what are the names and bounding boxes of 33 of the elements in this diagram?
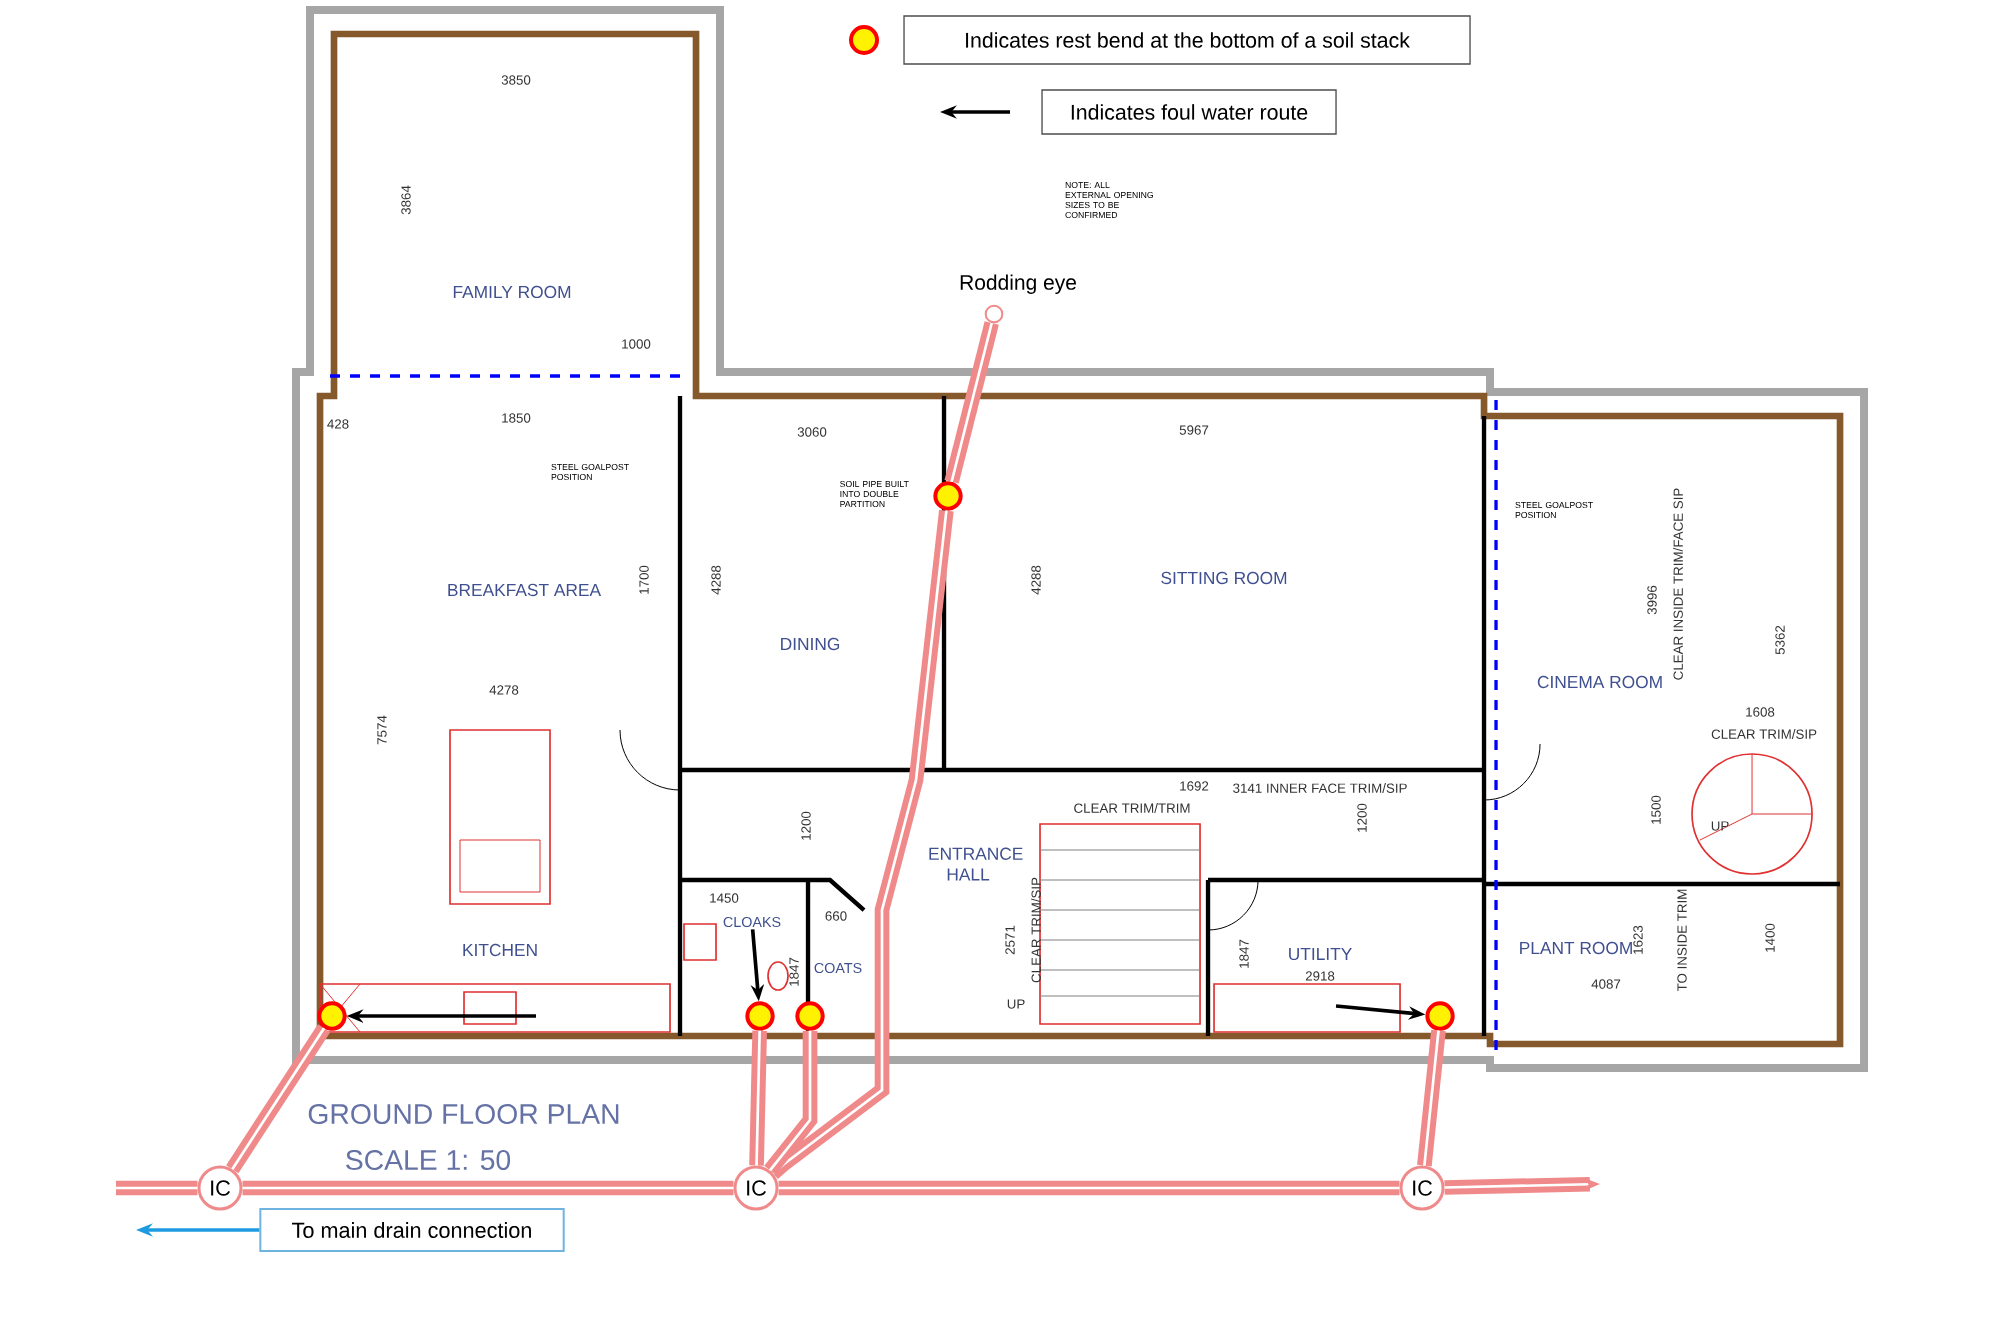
pipe-label: Rodding eye bbox=[960, 274, 1077, 294]
drain-pipe bbox=[778, 1180, 1400, 1196]
rest-bend-marker bbox=[745, 1001, 775, 1031]
rest-bend-marker bbox=[1425, 1001, 1455, 1031]
drain-pipe bbox=[749, 1030, 767, 1166]
room-label: PLANT ROOM bbox=[1520, 941, 1632, 955]
drain-pipe bbox=[768, 509, 954, 1179]
inspection-chamber: IC bbox=[197, 1165, 243, 1211]
drain-pipe bbox=[116, 1180, 198, 1196]
note-box: To main drain connection bbox=[259, 1208, 565, 1252]
rodding-eye bbox=[984, 304, 1004, 324]
drain-pipe bbox=[226, 1024, 331, 1174]
room-label: BREAKFAST AREA bbox=[448, 583, 602, 597]
room-label: SITTING ROOM bbox=[1161, 571, 1287, 585]
inspection-chamber: IC bbox=[1399, 1165, 1445, 1211]
room-label: UTILITY bbox=[1289, 947, 1352, 961]
drain-pipe bbox=[944, 321, 999, 484]
inspection-chamber: IC bbox=[733, 1165, 779, 1211]
room-label: CINEMA ROOM bbox=[1537, 675, 1662, 689]
room-label: KITCHEN bbox=[463, 943, 537, 957]
room-label: FAMILY ROOM bbox=[453, 285, 571, 299]
room-label: ENTRANCE HALL bbox=[929, 847, 1023, 881]
rest-bend-marker bbox=[933, 481, 963, 511]
drawing-title: SCALE 1: 50 bbox=[346, 1150, 511, 1171]
room-label: DINING bbox=[781, 637, 840, 651]
legend-item: Indicates rest bend at the bottom of a soil stack bbox=[903, 15, 1471, 65]
legend-item: Indicates foul water route bbox=[1041, 89, 1337, 135]
drain-pipe bbox=[1417, 1029, 1446, 1167]
drain-pipe bbox=[764, 1030, 818, 1175]
rest-bend-marker bbox=[317, 1001, 347, 1031]
drawing-title: GROUND FLOOR PLAN bbox=[308, 1104, 619, 1125]
rest-bend-marker bbox=[795, 1001, 825, 1031]
drain-pipe bbox=[242, 1180, 734, 1196]
